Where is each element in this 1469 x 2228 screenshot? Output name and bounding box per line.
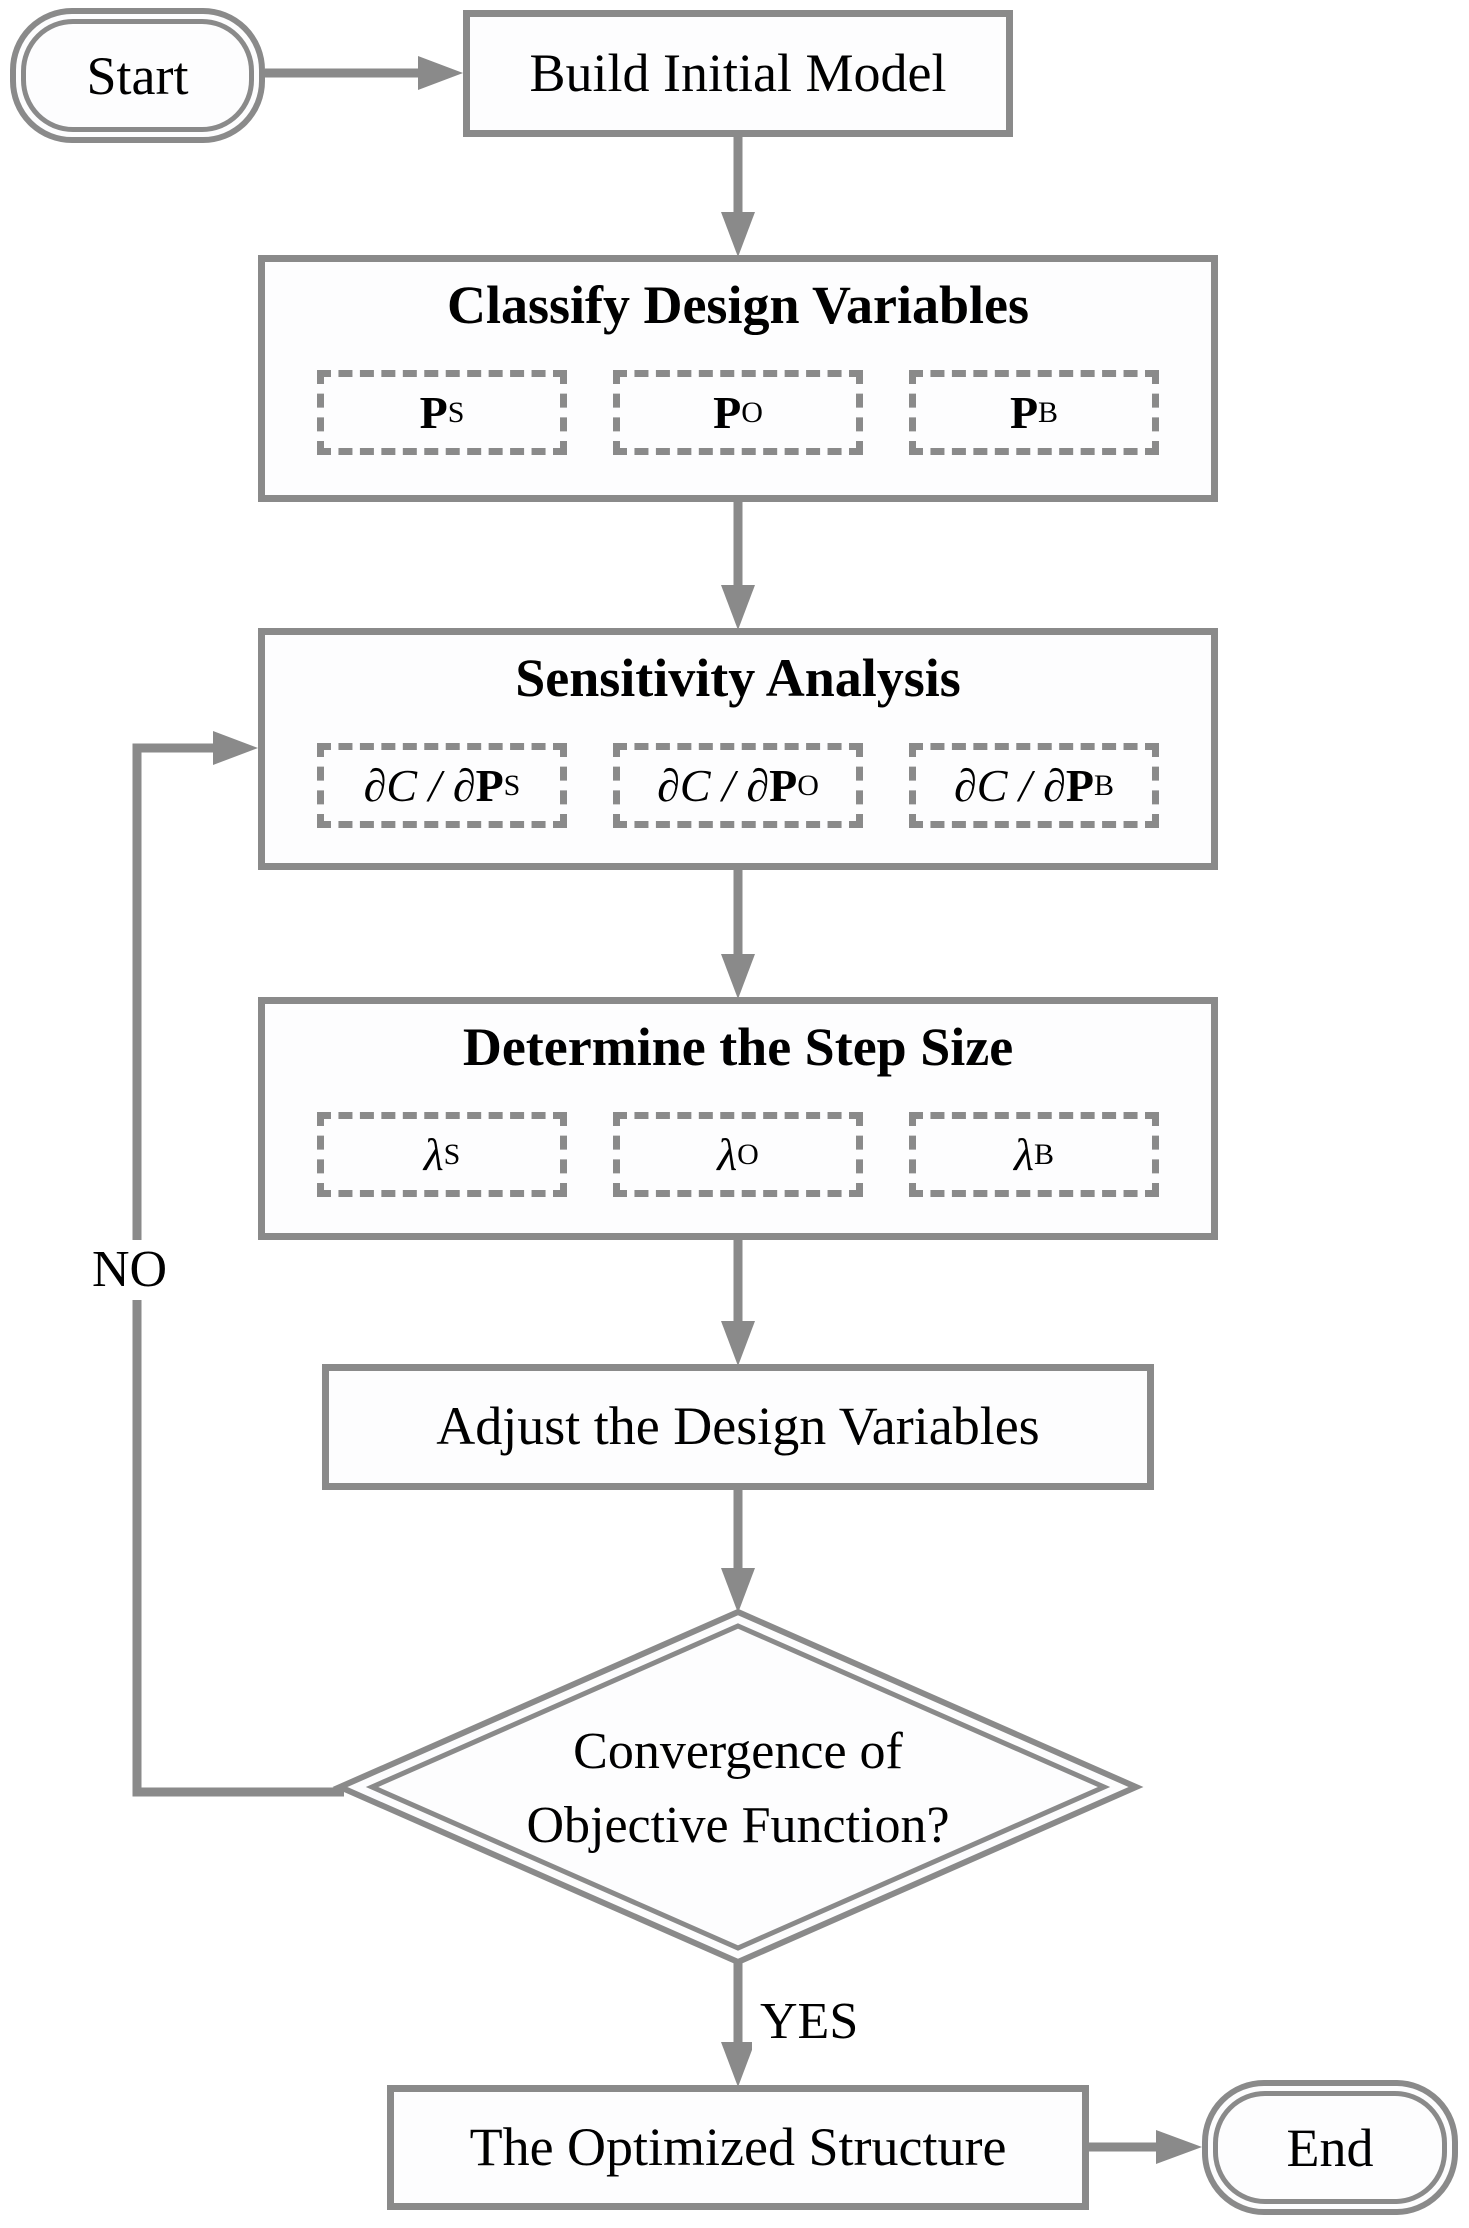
item-prefix: ∂C / ∂ xyxy=(657,760,770,812)
decision-label-line2: Objective Function? xyxy=(526,1796,950,1854)
decision-label: Convergence of Objective Function? xyxy=(438,1715,1038,1863)
item-symbol: P xyxy=(475,760,504,812)
start-terminal: Start xyxy=(10,8,265,143)
build-initial-model-box: Build Initial Model xyxy=(463,10,1013,137)
step-size-title: Determine the Step Size xyxy=(462,1017,1014,1077)
arrowhead-sensitivity-to-step xyxy=(721,954,755,999)
decision-label-line1: Convergence of xyxy=(573,1723,903,1780)
arrowhead-classify-to-sensitivity xyxy=(721,585,755,630)
arrowhead-start-to-build xyxy=(418,56,463,90)
adjust-design-variables-box: Adjust the Design Variables xyxy=(322,1364,1154,1490)
adjust-design-variables-label: Adjust the Design Variables xyxy=(436,1396,1040,1457)
end-terminal-inner: End xyxy=(1213,2091,1447,2204)
end-terminal: End xyxy=(1202,2080,1458,2215)
item-prefix: ∂C / ∂ xyxy=(953,760,1066,812)
start-terminal-inner: Start xyxy=(21,19,254,132)
sensitivity-title: Sensitivity Analysis xyxy=(515,648,961,708)
no-edge-label: NO xyxy=(84,1240,176,1300)
end-label: End xyxy=(1286,2117,1374,2178)
build-initial-model-label: Build Initial Model xyxy=(529,42,947,103)
item-symbol: λ xyxy=(423,1129,444,1181)
arrowhead-adjust-to-decision xyxy=(721,1568,755,1613)
arrowhead-no-to-sensitivity xyxy=(213,731,258,765)
arrowhead-build-to-classify xyxy=(721,212,755,257)
optimized-structure-label: The Optimized Structure xyxy=(469,2116,1007,2177)
start-label: Start xyxy=(86,45,189,106)
item-symbol: P xyxy=(713,387,742,439)
item-symbol: P xyxy=(1009,387,1039,439)
arrowhead-decision-to-optimized xyxy=(721,2042,755,2087)
decision-diamond-inner xyxy=(365,1623,1111,1951)
item-symbol: λ xyxy=(1014,1129,1034,1181)
item-symbol: P xyxy=(1065,760,1095,812)
item-symbol: P xyxy=(769,760,798,812)
arrowhead-step-to-adjust xyxy=(721,1321,755,1366)
optimized-structure-box: The Optimized Structure xyxy=(387,2085,1089,2210)
classify-title: Classify Design Variables xyxy=(446,275,1030,335)
item-symbol: λ xyxy=(717,1129,738,1181)
arrowhead-optimized-to-end xyxy=(1156,2130,1202,2164)
yes-edge-label: YES xyxy=(752,1992,867,2052)
item-symbol: P xyxy=(419,387,448,439)
item-prefix: ∂C / ∂ xyxy=(363,760,476,812)
